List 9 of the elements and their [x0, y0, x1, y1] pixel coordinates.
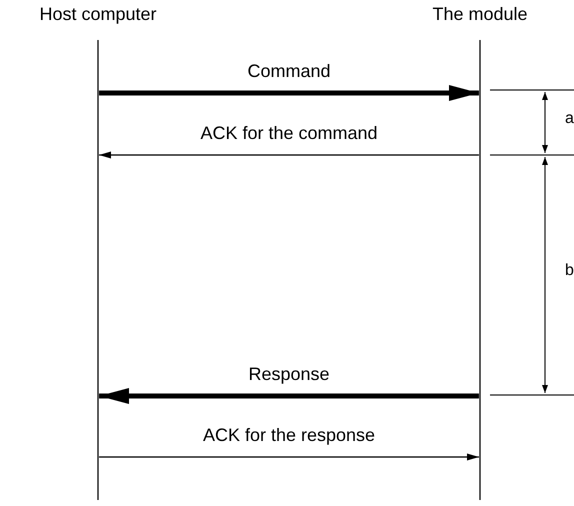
dimension-label: a: [565, 110, 574, 128]
dimension-label: b: [565, 262, 574, 280]
message-arrow: [99, 454, 479, 460]
message-arrow: [99, 388, 479, 404]
lifeline-heading: The module: [431, 4, 529, 25]
lifeline-heading: Host computer: [38, 4, 158, 25]
message-arrow: [99, 85, 479, 101]
edge-label: ACK for the response: [200, 425, 378, 446]
message-arrow: [99, 152, 479, 158]
